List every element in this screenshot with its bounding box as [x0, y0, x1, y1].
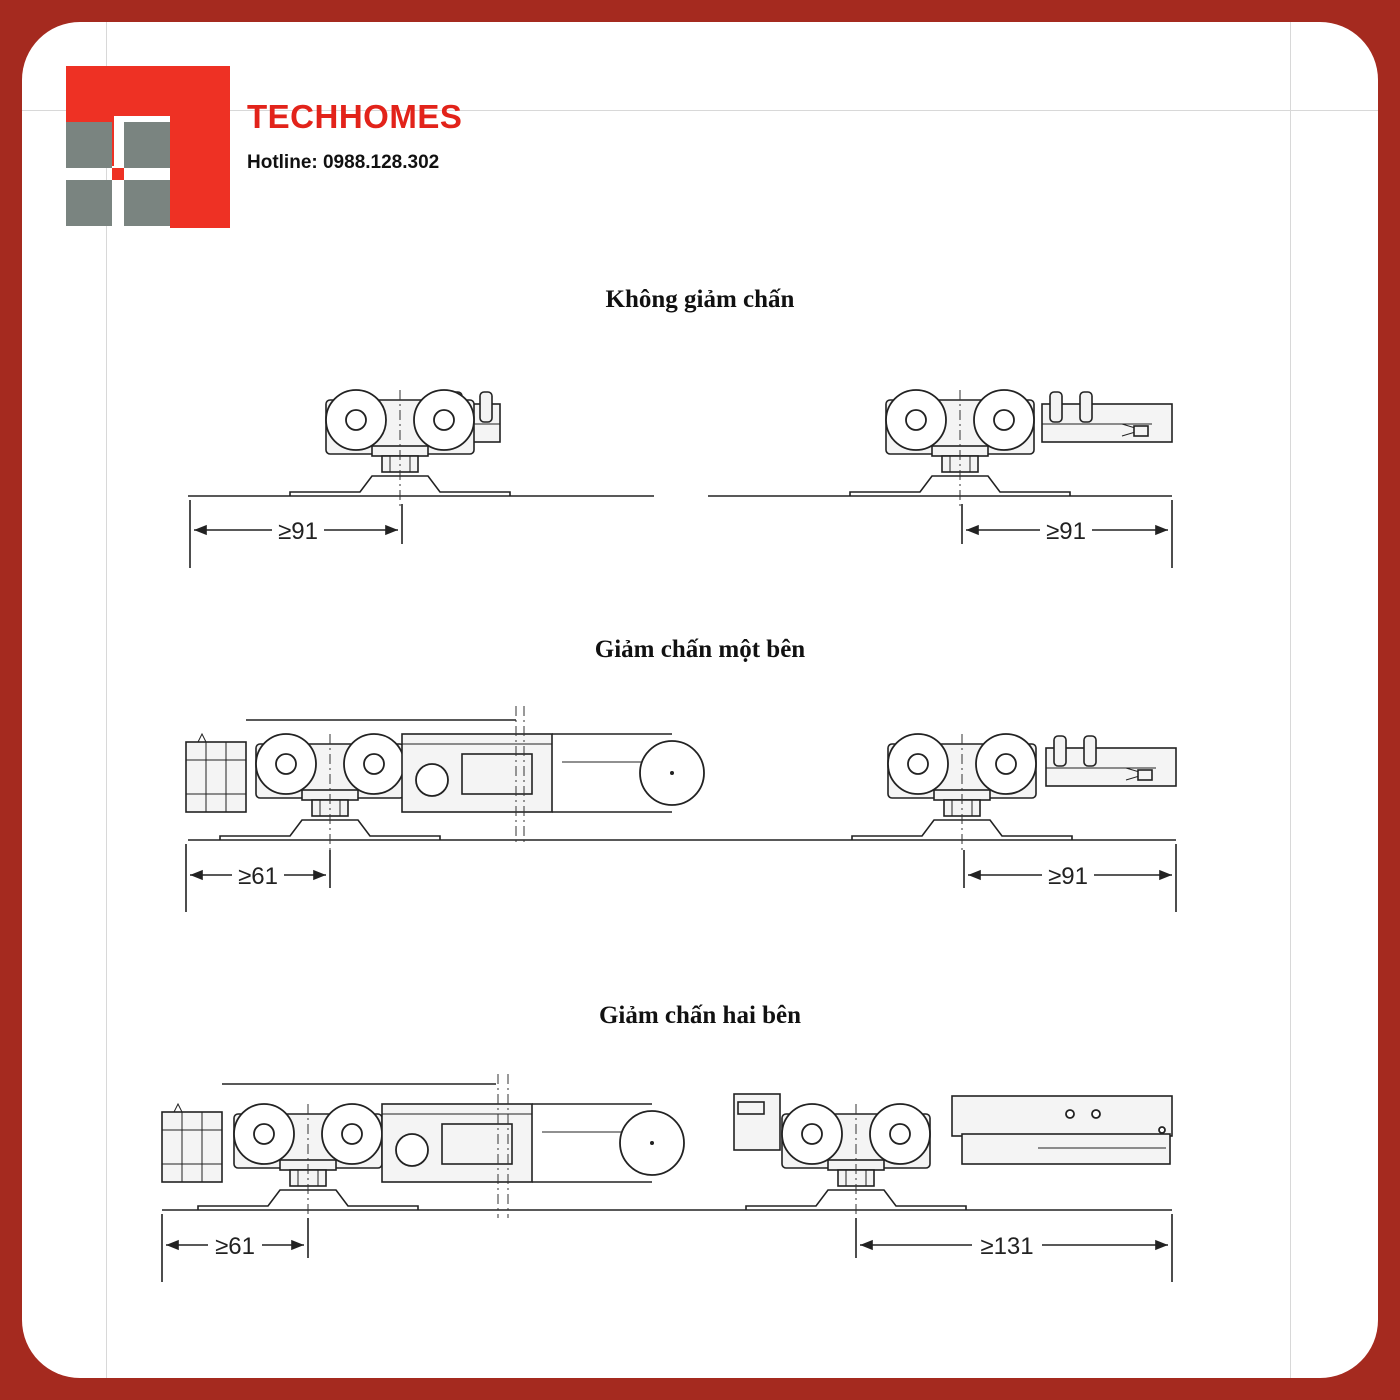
dim-3-left: ≥61: [215, 1233, 255, 1260]
guide-line-left: [106, 22, 107, 1378]
techhomes-logo: [66, 66, 230, 228]
dim-3-right: ≥131: [980, 1233, 1033, 1260]
dim-2-left: ≥61: [238, 863, 278, 890]
guide-line-top: [22, 110, 1378, 111]
brand-name: TECHHOMES: [247, 98, 463, 135]
section-title-one-side-damper: Giảm chấn một bên: [594, 636, 806, 663]
section-title-two-side-damper: Giảm chấn hai bên: [598, 1002, 802, 1029]
dim-1-left: ≥91: [278, 518, 318, 545]
guide-line-right: [1290, 22, 1291, 1378]
dim-1-right: ≥91: [1046, 518, 1086, 545]
section-2-drawing: ≥61 ≥91: [185, 706, 1177, 912]
technical-drawing: ≥91 ≥91 ≥61 ≥91: [161, 389, 1177, 1282]
section-title-no-damper: Không giảm chấn: [605, 286, 795, 313]
content-card: TECHHOMES Hotline: 0988.128.302 Không gi…: [22, 22, 1378, 1378]
right-damper-housing: [951, 1095, 1173, 1137]
section-3-drawing: ≥61 ≥131: [161, 1074, 1173, 1282]
hotline-text: Hotline: 0988.128.302: [247, 152, 440, 173]
section-1-drawing: ≥91 ≥91: [188, 389, 1173, 568]
dim-2-right: ≥91: [1048, 863, 1088, 890]
